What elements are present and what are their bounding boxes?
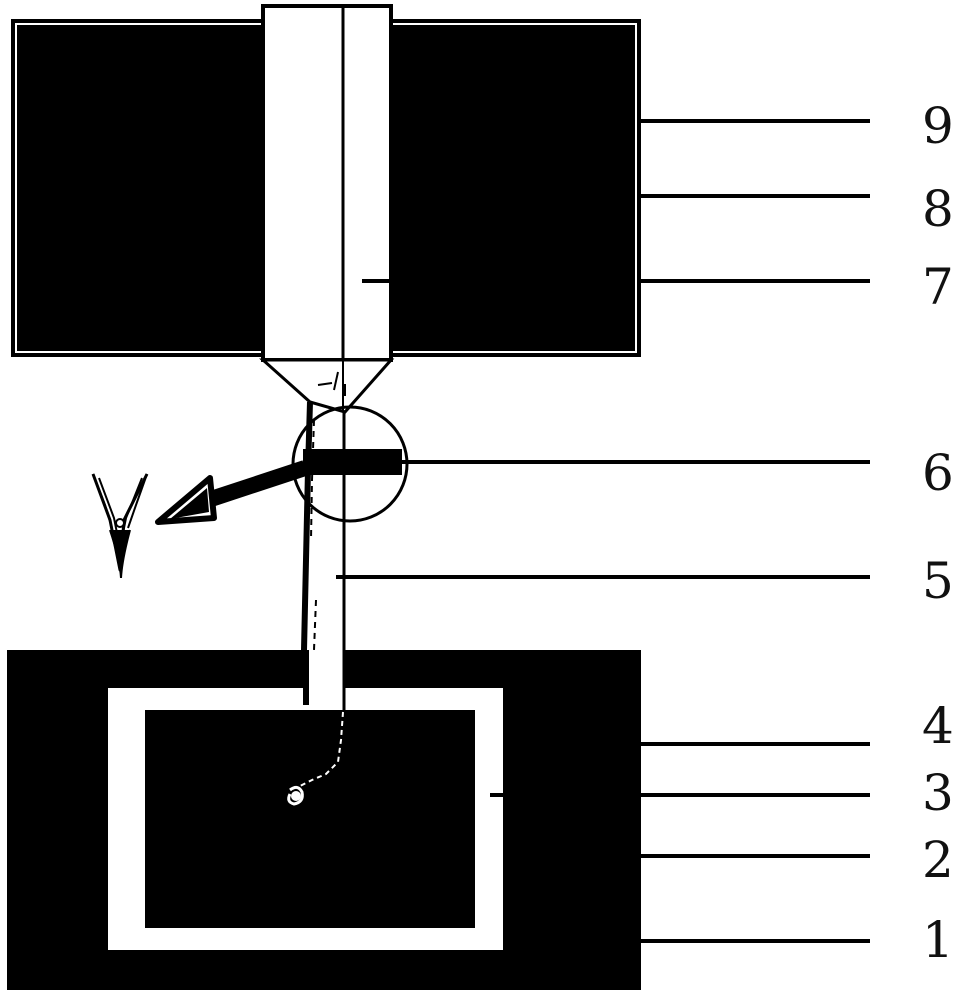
callout-numbers: 9 8 7 6 5 4 3 2 1 xyxy=(922,97,954,969)
scissors-icon xyxy=(91,473,149,579)
inner-chamber xyxy=(145,710,475,928)
nozzle-cone xyxy=(259,358,395,414)
callout-leaders xyxy=(336,119,870,943)
chamber-inlet xyxy=(309,650,344,710)
callout-number-4: 4 xyxy=(922,697,954,755)
filament-tail xyxy=(299,711,344,787)
callout-number-9: 9 xyxy=(922,97,954,155)
callout-number-1: 1 xyxy=(922,911,954,969)
filament-texture xyxy=(310,419,317,651)
lower-housing xyxy=(7,650,641,990)
callout-number-6: 6 xyxy=(922,444,954,502)
callout-number-5: 5 xyxy=(922,552,954,610)
cutting-blade xyxy=(303,449,402,475)
feed-tube xyxy=(259,4,395,414)
callout-number-7: 7 xyxy=(922,258,954,316)
cutting-zone xyxy=(291,405,409,523)
filament-coil xyxy=(287,785,304,806)
feed-tube-body xyxy=(261,4,393,362)
callout-number-8: 8 xyxy=(922,180,954,238)
arrow-down-left-icon xyxy=(155,460,308,525)
callout-number-2: 2 xyxy=(922,831,954,889)
nozzle-fiber-mark xyxy=(317,371,346,396)
callout-number-3: 3 xyxy=(922,764,954,822)
